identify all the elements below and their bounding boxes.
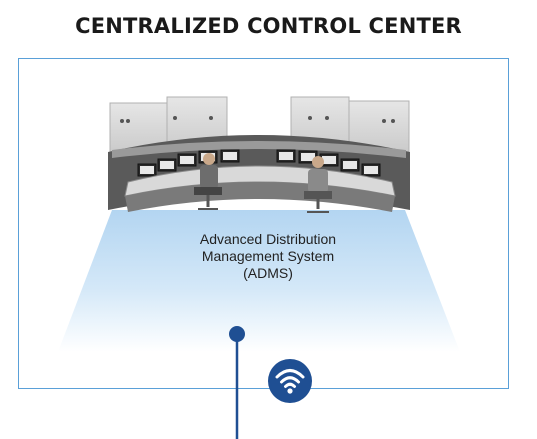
wifi-icon — [268, 359, 312, 403]
control-center-frame — [18, 58, 509, 389]
connection-node — [229, 326, 245, 342]
adms-label-line1: Advanced Distribution — [199, 231, 337, 247]
operator-left — [194, 153, 222, 210]
adms-label-line3: (ADMS) — [243, 265, 293, 281]
page-title: CENTRALIZED CONTROL CENTER — [75, 14, 462, 38]
floor-light — [58, 210, 460, 352]
operator-right — [304, 156, 332, 213]
adms-label-line2: Management System — [201, 248, 335, 264]
adms-label: Advanced Distribution Management System … — [158, 231, 378, 282]
